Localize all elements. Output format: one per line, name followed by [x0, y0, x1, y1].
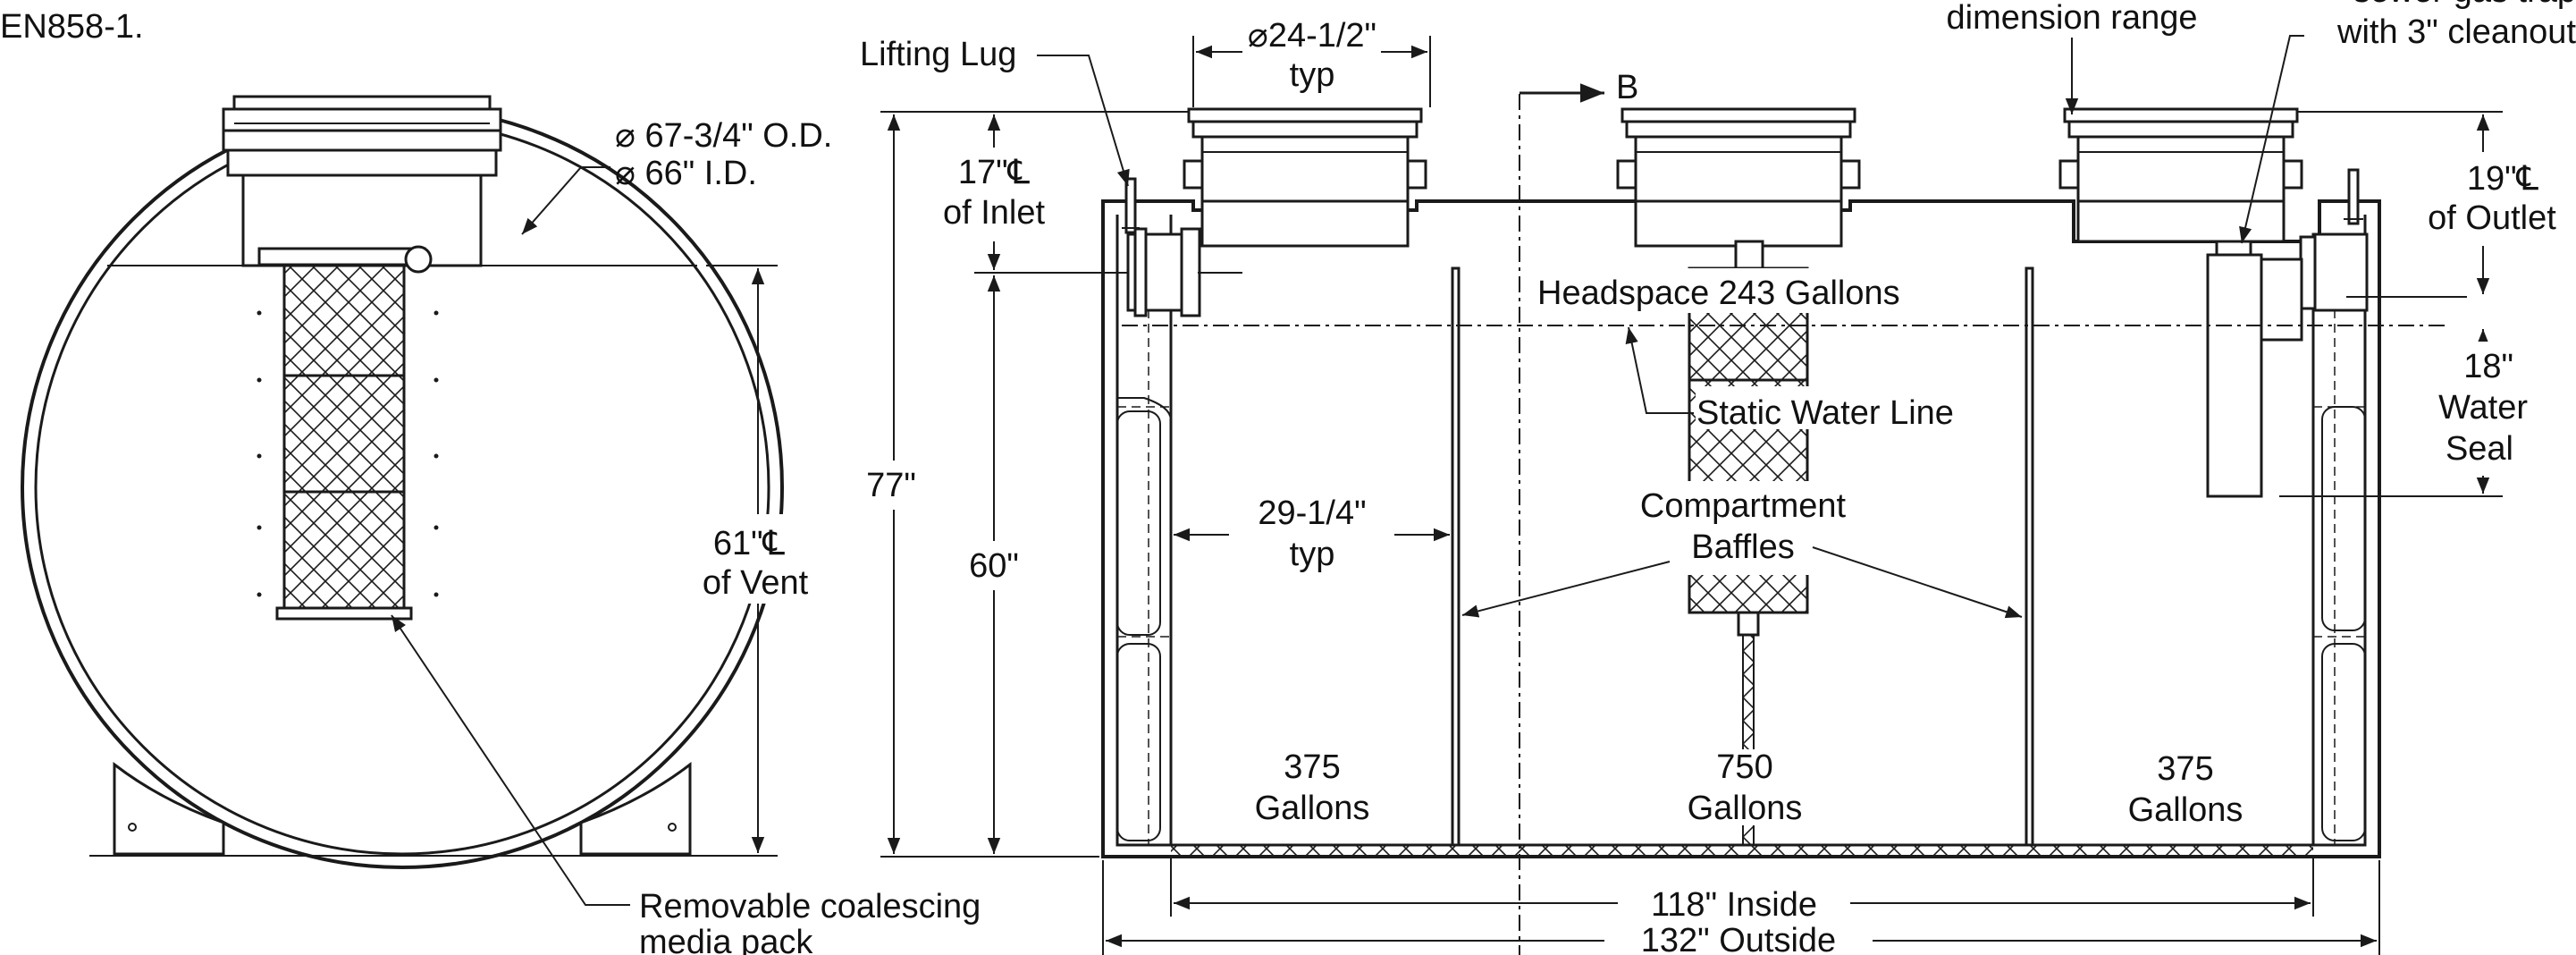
baffles-leader-right — [1812, 546, 2023, 619]
inlet-dim-mask — [934, 148, 1059, 241]
media-label-2: media pack — [639, 924, 813, 955]
svg-text:⌀ 66" I.D.: ⌀ 66" I.D. — [615, 155, 757, 192]
saddle-hole-right — [668, 823, 677, 832]
manway-left — [1183, 107, 1427, 248]
outside-length-label: 132" Outside — [1641, 922, 1836, 955]
overall-height-label: 77" — [866, 467, 916, 504]
overall-dim-mask — [863, 461, 925, 510]
lifting-lug-leader — [1037, 55, 1130, 187]
outlet-dim-mask — [2395, 152, 2576, 246]
od-leader — [521, 166, 610, 235]
vent-cl-label: of Vent — [703, 564, 809, 602]
comp3-gallons-value: 375 — [2157, 750, 2213, 788]
right-saddle — [579, 761, 692, 856]
dia-symbol-od: ⌀ — [615, 117, 636, 155]
outlet-cl-label: of Outlet — [2428, 199, 2556, 237]
end-lid-base — [222, 129, 502, 152]
static-water-label: Static Water Line — [1696, 394, 1954, 432]
inside-length-label: 118" Inside — [1651, 886, 1817, 924]
lifting-lug-label: Lifting Lug — [860, 36, 1016, 73]
od-label: 67-3/4" O.D. — [644, 117, 832, 155]
manway-dia-typ: typ — [1290, 56, 1335, 94]
water-seal-value: 18" — [2463, 348, 2513, 385]
end-media-base — [275, 606, 413, 621]
inlet-height-label: 60" — [969, 547, 1019, 585]
svg-text:⌀24-1/2": ⌀24-1/2" — [1248, 17, 1376, 55]
water-seal-label-2: Seal — [2446, 430, 2513, 468]
svg-text:61"℄: 61"℄ — [713, 525, 786, 562]
end-dot-markers — [257, 310, 439, 597]
manway-dia-value: 24-1/2" — [1268, 17, 1376, 55]
outlet-assembly — [2206, 232, 2369, 498]
static-water-leader — [1625, 326, 1694, 414]
lifting-lug-right — [2344, 168, 2363, 225]
side-annotations: Lifting Lug ⌀24-1/2" typ B dimension ran… — [860, 0, 2576, 955]
media-leader — [391, 614, 630, 906]
end-media-hanger — [257, 247, 426, 266]
manway-right — [2058, 107, 2303, 243]
outlet-cl-value: 19" — [2467, 160, 2517, 198]
comp1-gallons-label: Gallons — [1255, 790, 1370, 827]
media-label-1: Removable coalescing — [639, 888, 981, 925]
end-media-pack — [282, 263, 406, 615]
outlet-cl-symbol: ℄ — [2516, 160, 2539, 198]
seal-dim-mask — [2413, 342, 2576, 476]
static-water-mask — [1696, 386, 1998, 429]
left-saddle — [113, 761, 225, 856]
end-view — [21, 95, 784, 869]
baffles-leader-left — [1461, 561, 1671, 618]
gas-trap-leader — [2239, 35, 2304, 244]
svg-text:⌀ 67-3/4" O.D.: ⌀ 67-3/4" O.D. — [615, 117, 832, 155]
water-seal-label-1: Water — [2438, 389, 2528, 427]
compartment-baffles — [1451, 266, 2034, 847]
id-label: 66" I.D. — [644, 155, 756, 192]
comp3-gallons-label: Gallons — [2128, 791, 2243, 829]
inlet-height-mask — [961, 541, 1028, 590]
inlet-cl-value: 17" — [958, 154, 1008, 191]
outside-dim-mask — [1604, 921, 1873, 955]
end-vent-fitting — [404, 245, 433, 274]
inside-dim-mask — [1618, 881, 1850, 924]
end-lid — [222, 107, 502, 132]
comp-width-value: 29-1/4" — [1258, 494, 1366, 532]
dimension-range-label: dimension range — [1947, 0, 2198, 37]
headspace-mask — [1536, 268, 1949, 313]
vent-cl-symbol: ℄ — [762, 525, 786, 562]
dia-symbol-id: ⌀ — [615, 155, 636, 192]
end-view-annotations: EN858-1. ⌀ 67-3/4" O.D. ⌀ 66" I.D. 61"℄ … — [0, 8, 981, 955]
baffles-label-2: Baffles — [1691, 528, 1794, 566]
baffles-label-1: Compartment — [1640, 487, 1847, 525]
comp1-gallons-value: 375 — [1284, 748, 1340, 786]
headspace-label: Headspace 243 Gallons — [1537, 275, 1900, 312]
comp2-mask — [1696, 749, 1795, 825]
vent-dim-mask — [697, 514, 822, 604]
end-riser-collar — [226, 148, 498, 177]
vent-cl-value: 61" — [713, 525, 763, 562]
comp2-gallons-value: 750 — [1716, 748, 1772, 786]
saddle-hole-left — [128, 823, 137, 832]
inlet-cl-symbol: ℄ — [1007, 154, 1031, 191]
svg-text:17"℄: 17"℄ — [958, 154, 1031, 191]
svg-text:19"℄: 19"℄ — [2467, 160, 2539, 198]
gas-trap-label-2: with 3" cleanout — [2336, 13, 2576, 51]
dia-symbol-manway: ⌀ — [1248, 17, 1268, 55]
lifting-lug-left — [1122, 177, 1140, 234]
baffles-mask — [1620, 481, 1870, 575]
comp-width-typ: typ — [1290, 536, 1335, 573]
comp2-gallons-label: Gallons — [1688, 790, 1803, 827]
wall-ribs — [1116, 295, 2366, 845]
manway-center — [1616, 107, 1861, 248]
floor-hatch — [1171, 845, 2313, 857]
inlet-pipe — [1126, 227, 1225, 317]
note-fragment: EN858-1. — [0, 8, 144, 46]
section-label: B — [1616, 69, 1638, 106]
gas-trap-label-1: sewer gas trap — [2353, 0, 2576, 10]
end-lid-cap — [232, 95, 492, 111]
inlet-cl-label: of Inlet — [943, 194, 1046, 232]
